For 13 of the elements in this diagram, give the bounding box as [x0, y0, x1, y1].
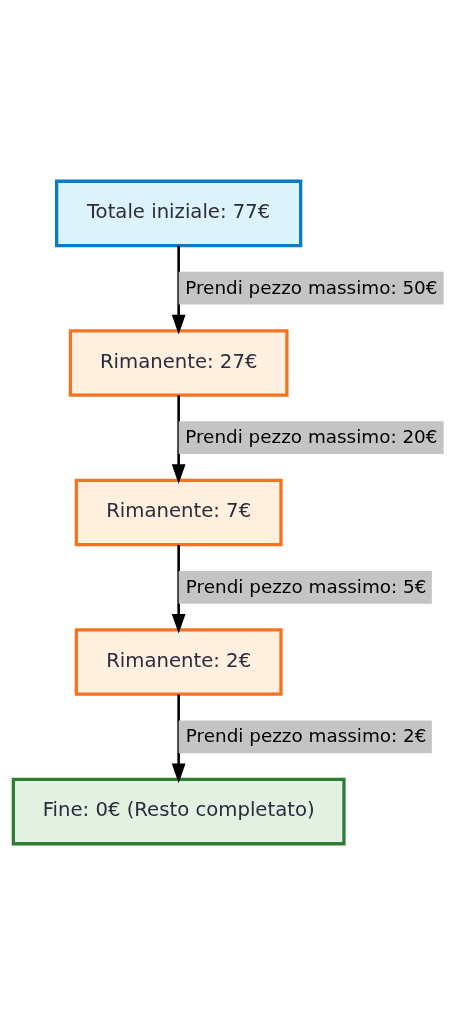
arrow — [171, 694, 186, 783]
edge-label: Prendi pezzo massimo: 2€ — [185, 724, 427, 746]
edge-label: Prendi pezzo massimo: 50€ — [185, 276, 438, 298]
arrow — [171, 544, 186, 634]
node-box: Rimanente: 27€ — [68, 328, 289, 397]
node-box: Rimanente: 7€ — [74, 478, 283, 546]
edge-label: Prendi pezzo massimo: 5€ — [185, 575, 427, 597]
arrow — [171, 245, 186, 334]
node-box: Rimanente: 2€ — [74, 627, 283, 696]
arrow — [171, 394, 186, 484]
node-box: Totale iniziale: 77€ — [55, 179, 303, 247]
node-box: Fine: 0€ (Resto completato) — [11, 777, 346, 845]
edge-label: Prendi pezzo massimo: 20€ — [185, 425, 438, 447]
